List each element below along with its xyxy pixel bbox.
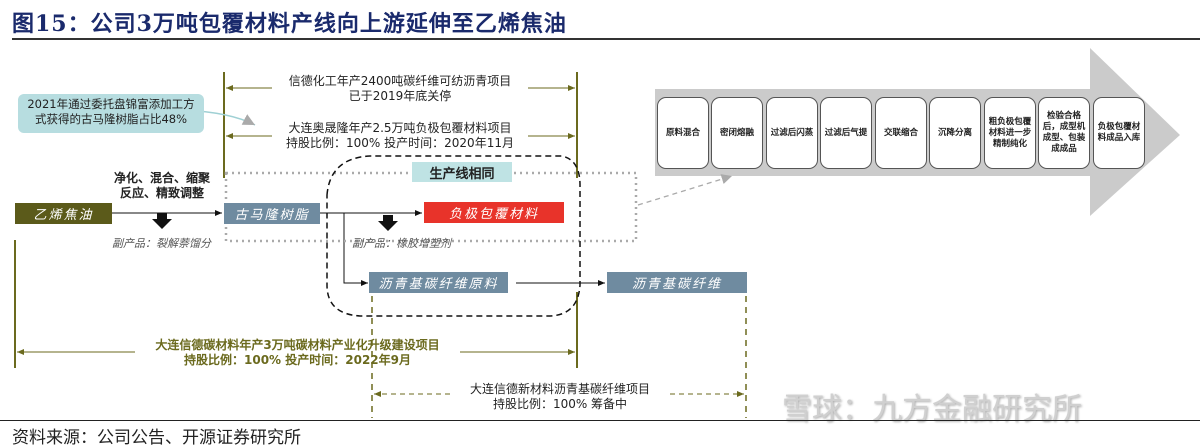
project-pitch-cf: 大连信德新材料沥青基碳纤维项目 持股比例：100% 筹备中 — [450, 382, 670, 412]
project-status: 持股比例：100% 投产时间：2020年11月 — [286, 136, 514, 150]
node-pitch-cf: 沥青基碳纤维 — [607, 272, 747, 293]
step-1: 原料混合 — [657, 97, 709, 169]
same-line-label: 生产线相同 — [412, 162, 512, 182]
step-3: 过滤后闪蒸 — [766, 97, 818, 169]
node-pitch-cf-raw: 沥青基碳纤维原料 — [369, 272, 508, 293]
project-status: 已于2019年底关停 — [348, 89, 452, 103]
process-label: 净化、混合、缩聚 反应、精致调整 — [106, 171, 218, 201]
byproduct-1: 副产品：裂解萘馏分 — [112, 237, 211, 250]
node-coumarone-resin: 古马隆树脂 — [224, 203, 320, 224]
project-status: 持股比例：100% 投产时间：2022年9月 — [184, 353, 411, 367]
source-note: 资料来源：公司公告、开源证券研究所 — [12, 428, 301, 448]
note-line-2: 式获得的古马隆树脂占比48% — [34, 112, 188, 126]
resin-source-note: 2021年通过委托盘锦富添加工方 式获得的古马隆树脂占比48% — [18, 94, 204, 133]
node-anode-coating: 负极包覆材料 — [424, 202, 564, 223]
project-aoshenglong-25kt: 大连奥晟隆年产2.5万吨负极包覆材料项目 持股比例：100% 投产时间：2020… — [272, 121, 528, 151]
same-line-region — [326, 155, 581, 317]
step-7: 粗负极包覆材料进一步精制纯化 — [984, 97, 1036, 169]
project-title: 信德化工年产2400吨碳纤维可纺沥青项目 — [288, 74, 512, 88]
step-8: 检验合格后，成型机成型、包装成成品 — [1038, 97, 1090, 169]
project-title: 大连信德新材料沥青基碳纤维项目 — [469, 382, 650, 396]
project-xinde-2400t: 信德化工年产2400吨碳纤维可纺沥青项目 已于2019年底关停 — [272, 74, 528, 104]
project-status: 持股比例：100% 筹备中 — [492, 397, 628, 411]
step-5: 交联缩合 — [875, 97, 927, 169]
byproduct-2: 副产品：橡胶增塑剂 — [352, 237, 451, 250]
byproduct-arrow-1 — [152, 213, 172, 229]
title-divider — [12, 38, 1200, 40]
note-line-1: 2021年通过委托盘锦富添加工方 — [27, 97, 195, 111]
step-9: 负极包覆材料成品入库 — [1093, 97, 1145, 169]
process-line-2: 反应、精致调整 — [119, 186, 204, 200]
project-title: 大连信德碳材料年产3万吨碳材料产业化升级建设项目 — [155, 338, 440, 352]
watermark: 雪球：九方金融研究所 — [782, 392, 1082, 427]
project-xinde-30kt: 大连信德碳材料年产3万吨碳材料产业化升级建设项目 持股比例：100% 投产时间：… — [135, 338, 460, 368]
project-title: 大连奥晟隆年产2.5万吨负极包覆材料项目 — [288, 121, 512, 135]
step-4: 过滤后气提 — [820, 97, 872, 169]
step-6: 沉降分离 — [929, 97, 981, 169]
process-line-1: 净化、混合、缩聚 — [113, 171, 210, 185]
step-2: 密闭熔融 — [711, 97, 763, 169]
node-ethylene-tar: 乙烯焦油 — [15, 203, 112, 224]
byproduct-arrow-2 — [378, 215, 398, 231]
footer-divider — [0, 420, 1200, 421]
figure-title: 图15：公司3万吨包覆材料产线向上游延伸至乙烯焦油 — [12, 11, 567, 37]
